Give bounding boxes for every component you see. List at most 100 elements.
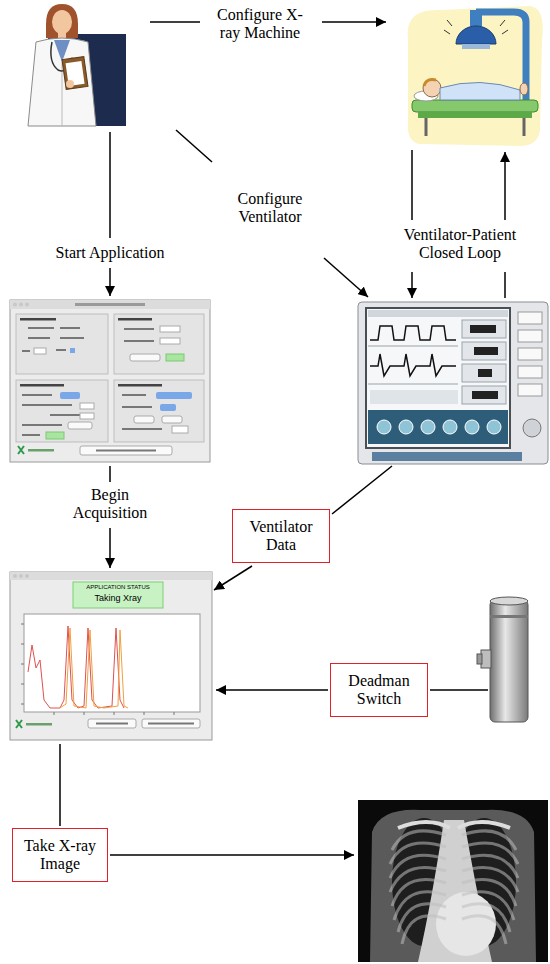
ventilator-photo — [523, 419, 541, 437]
app-screenshot — [68, 422, 92, 429]
ventilator-photo — [518, 384, 542, 396]
acquisition-screenshot — [28, 626, 124, 708]
flow-arrow — [109, 268, 111, 296]
app-screenshot — [28, 327, 54, 329]
xray-machine-illustration — [412, 100, 538, 112]
acquisition-screenshot — [10, 572, 212, 740]
app-screenshot — [124, 328, 154, 330]
ventilator-photo — [443, 420, 457, 434]
flow-arrow — [150, 21, 200, 23]
chest-xray-image — [390, 831, 518, 944]
flow-label: Begin Acquisition — [60, 486, 160, 523]
xray-machine-illustration — [408, 6, 543, 146]
flow-arrow — [109, 132, 111, 238]
flow-label: Start Application — [30, 244, 190, 262]
app-screenshot — [60, 337, 84, 339]
acquisition-screenshot — [13, 574, 17, 578]
app-screenshot — [75, 303, 145, 306]
app-screenshot — [10, 300, 210, 309]
acquisition-screenshot — [88, 719, 136, 728]
acquisition-screenshot — [26, 723, 52, 726]
flow-arrow — [332, 466, 392, 514]
app-screenshot — [22, 394, 52, 396]
ventilator-photo — [474, 347, 498, 355]
ventilator-photo — [370, 390, 458, 404]
app-screenshot — [28, 449, 54, 452]
xray-machine-illustration — [444, 20, 508, 34]
ventilator-photo — [399, 420, 413, 434]
app-screenshot — [70, 348, 75, 353]
acquisition-screenshot — [60, 628, 128, 708]
chest-xray-image — [392, 831, 446, 850]
app-screenshot — [22, 350, 30, 352]
flow-arrow — [430, 689, 488, 691]
app-screenshot — [162, 416, 182, 423]
doctor-illustration — [62, 57, 88, 90]
deadman-switch-illustration — [477, 597, 528, 722]
flow-arrow — [216, 689, 328, 691]
app-screenshot — [80, 413, 94, 419]
app-screenshot — [25, 303, 29, 307]
ventilator-photo — [368, 346, 458, 384]
flow-arrow — [59, 744, 61, 826]
flow-arrow — [60, 22, 505, 855]
process-box: Deadman Switch — [330, 663, 428, 718]
app-screenshot — [160, 338, 180, 344]
chest-xray-image — [462, 843, 518, 864]
acquisition-screenshot — [19, 574, 23, 578]
xray-machine-illustration — [424, 80, 436, 86]
app-screenshot — [172, 426, 188, 433]
xray-machine-illustration — [440, 82, 520, 100]
box-text: Ventilator Data — [236, 518, 326, 555]
chest-xray-image — [358, 800, 548, 962]
app-screenshot — [50, 414, 80, 416]
flow-arrow — [322, 21, 386, 23]
chest-xray-image — [398, 822, 510, 828]
app-screenshot — [16, 380, 108, 442]
ventilator-photo — [377, 420, 391, 434]
flow-arrow — [411, 272, 413, 298]
process-box: Take X-ray Image — [12, 828, 108, 883]
app-screenshot — [114, 314, 204, 374]
flow-label: Ventilator-Patient Closed Loop — [390, 226, 530, 263]
flow-arrow — [110, 854, 354, 856]
xray-machine-illustration — [456, 26, 496, 44]
ventilator-photo — [462, 320, 506, 338]
box-text: Deadman Switch — [334, 672, 424, 709]
app-screenshot — [19, 303, 23, 307]
flow-arrow — [109, 528, 111, 568]
acquisition-screenshot — [142, 719, 200, 728]
app-screenshot — [22, 424, 62, 426]
acquisition-screenshot — [96, 723, 128, 725]
deadman-switch-illustration — [477, 654, 482, 664]
xray-machine-illustration — [408, 6, 543, 146]
app-screenshot — [80, 446, 172, 455]
app-screenshot — [34, 348, 46, 354]
doctor-illustration — [52, 10, 72, 34]
chest-xray-image — [462, 831, 516, 850]
xray-machine-illustration — [520, 83, 528, 95]
chest-xray-image — [390, 843, 446, 864]
box-text: Take X-ray Image — [16, 837, 104, 874]
app-screenshot — [18, 446, 24, 454]
app-screenshot — [122, 394, 146, 396]
chest-xray-image — [402, 916, 446, 944]
doctor-illustration — [66, 80, 74, 88]
ventilator-photo — [518, 330, 542, 342]
app-screenshot — [20, 318, 56, 321]
ventilator-photo — [472, 391, 498, 399]
xray-machine-illustration — [462, 44, 490, 49]
xray-machine-illustration — [423, 79, 441, 97]
doctor-illustration — [28, 38, 96, 126]
status-text: Taking Xray — [73, 593, 163, 603]
acquisition-screenshot — [73, 582, 163, 608]
ventilator-photo — [465, 420, 479, 434]
app-screenshot — [22, 434, 40, 436]
ventilator-photo — [368, 410, 508, 444]
xray-machine-illustration — [426, 118, 524, 136]
app-screenshot — [60, 327, 80, 329]
app-screenshot — [16, 314, 108, 374]
xray-machine-illustration — [418, 112, 532, 118]
